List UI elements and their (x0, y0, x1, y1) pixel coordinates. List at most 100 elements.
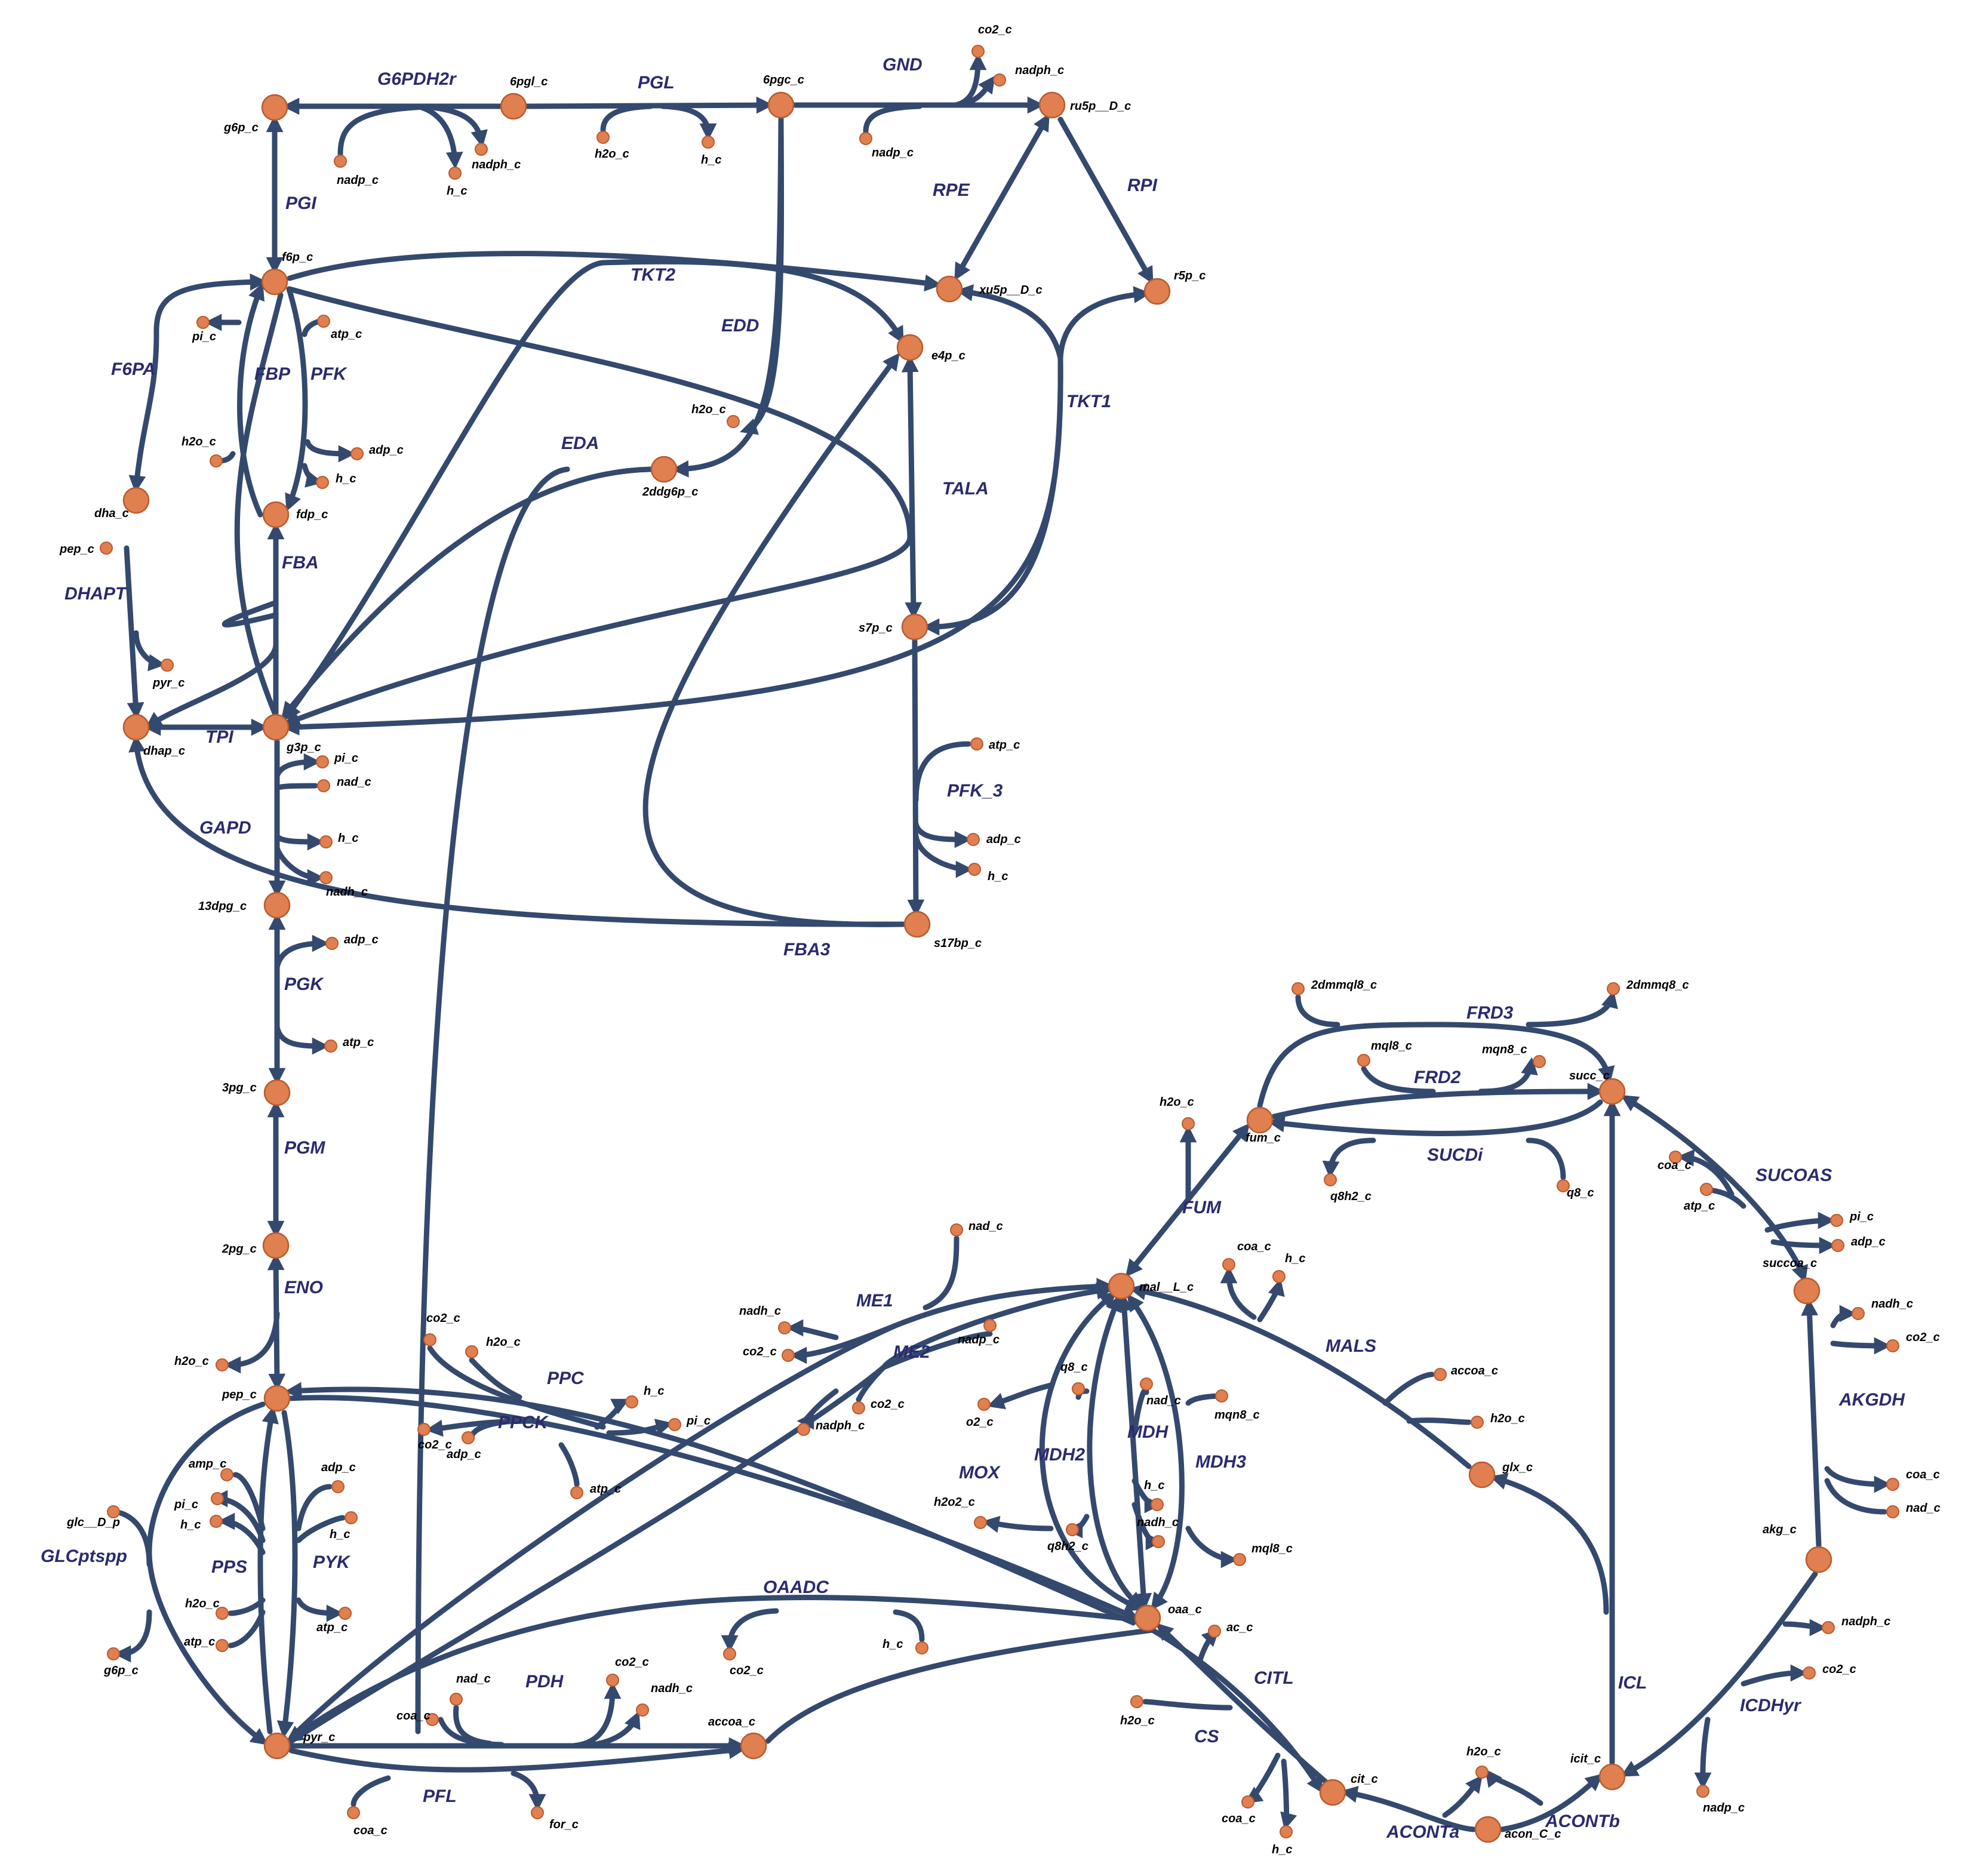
reaction-label-edd[interactable]: EDD (721, 316, 759, 336)
cofactor-node-s-h-pgl[interactable] (702, 136, 715, 149)
cofactor-node-s-h2o-edd[interactable] (727, 415, 740, 428)
cofactor-node-s-nad-akgdh[interactable] (1886, 1505, 1899, 1518)
reaction-label-tkt1[interactable]: TKT1 (1066, 392, 1111, 411)
cofactor-node-s-nadh-gapd[interactable] (319, 871, 333, 884)
cofactor-node-s-atp-pgk[interactable] (324, 1040, 337, 1053)
cofactor-node-s-atp-ppck[interactable] (570, 1486, 583, 1499)
reaction-label-aconta[interactable]: ACONTa (1386, 1822, 1459, 1842)
metabolite-node-dha[interactable] (122, 487, 150, 514)
cofactor-node-s-q8-mdh2[interactable] (1072, 1382, 1085, 1395)
reaction-label-me1[interactable]: ME1 (856, 1291, 893, 1311)
cofactor-node-s-pi-gapd[interactable] (316, 755, 329, 768)
reaction-label-pdh[interactable]: PDH (525, 1672, 564, 1692)
cofactor-node-s-nadh-me1[interactable] (778, 1321, 791, 1334)
cofactor-node-s-2dmmql8-a[interactable] (1292, 982, 1305, 995)
cofactor-node-s-atp-pfk[interactable] (317, 315, 330, 328)
cofactor-node-s-h-cs[interactable] (1280, 1825, 1293, 1838)
cofactor-node-s-pi-ppc[interactable] (668, 1418, 681, 1431)
reaction-label-pgi[interactable]: PGI (285, 193, 316, 213)
reaction-label-fum[interactable]: FUM (1182, 1198, 1222, 1217)
cofactor-node-s-nad-pdh[interactable] (450, 1693, 463, 1706)
cofactor-node-s-h2o-mals[interactable] (1471, 1416, 1484, 1429)
metabolite-node-pep[interactable] (263, 1385, 291, 1412)
reaction-label-mdh[interactable]: MDH (1127, 1422, 1169, 1442)
metabolite-node-fum[interactable] (1246, 1106, 1274, 1134)
cofactor-node-s-co2-icd[interactable] (1803, 1666, 1816, 1680)
cofactor-node-s-co2-akgdh[interactable] (1886, 1339, 1899, 1352)
reaction-label-gapd[interactable]: GAPD (199, 818, 251, 838)
cofactor-node-s-mql8-mdh3[interactable] (1233, 1553, 1246, 1566)
metabolite-node-pyr[interactable] (263, 1732, 291, 1760)
reaction-label-citl[interactable]: CITL (1254, 1668, 1294, 1688)
reaction-label-mals[interactable]: MALS (1326, 1336, 1376, 1356)
cofactor-node-s-pyr-dhapt[interactable] (161, 659, 174, 672)
cofactor-node-s-q8-sucdi[interactable] (1557, 1179, 1570, 1192)
reaction-label-dhapt[interactable]: DHAPT (64, 584, 128, 604)
reaction-label-fbp[interactable]: FBP (254, 364, 291, 384)
metabolite-node-fdp[interactable] (262, 501, 290, 528)
cofactor-node-s-co2-ppck[interactable] (417, 1423, 430, 1436)
cofactor-node-s-pi-sucoas[interactable] (1830, 1214, 1843, 1227)
metabolite-node-s17bp[interactable] (903, 911, 931, 938)
metabolite-node-f6p[interactable] (261, 268, 288, 296)
metabolite-node-g6p[interactable] (261, 94, 288, 121)
cofactor-node-s-nadph-me2[interactable] (797, 1423, 810, 1436)
reaction-label-rpe[interactable]: RPE (933, 180, 970, 200)
reaction-label-pyk[interactable]: PYK (313, 1552, 351, 1572)
cofactor-node-s-h2o-pgl[interactable] (596, 131, 610, 144)
metabolite-node-cit[interactable] (1319, 1779, 1346, 1806)
cofactor-node-s-h-pps[interactable] (210, 1515, 223, 1528)
cofactor-node-s-h2o-acont[interactable] (1475, 1766, 1489, 1779)
metabolite-node-xu5p[interactable] (936, 275, 963, 303)
reaction-label-icdhyr[interactable]: ICDHyr (1740, 1696, 1802, 1715)
cofactor-node-s-o2-mox[interactable] (977, 1398, 991, 1411)
cofactor-node-s-q8h2-mdh2[interactable] (1066, 1523, 1079, 1536)
cofactor-node-s-h2o-fbp[interactable] (210, 454, 223, 468)
cofactor-node-s-atp-pfk3[interactable] (970, 737, 983, 751)
cofactor-node-s-adp-pyk[interactable] (331, 1480, 345, 1493)
reaction-label-pps[interactable]: PPS (211, 1557, 247, 1577)
metabolite-node-g3p[interactable] (262, 714, 290, 741)
cofactor-node-s-adp-pfk[interactable] (350, 447, 364, 460)
cofactor-node-s-nadp-icd[interactable] (1696, 1785, 1709, 1798)
metabolite-node-accoa[interactable] (740, 1732, 767, 1760)
reaction-label-frd2[interactable]: FRD2 (1414, 1068, 1461, 1087)
cofactor-node-s-mqn8-mdh3[interactable] (1215, 1389, 1228, 1403)
cofactor-node-s-coa-pdh[interactable] (426, 1713, 439, 1726)
cofactor-node-s-co2-gnd[interactable] (971, 45, 985, 58)
reaction-label-pfl[interactable]: PFL (423, 1786, 457, 1806)
cofactor-node-s-h2o-eno[interactable] (216, 1358, 229, 1371)
reaction-label-ppc[interactable]: PPC (547, 1368, 585, 1388)
metabolite-node-6pgc[interactable] (767, 91, 795, 119)
cofactor-node-s-co2-me2[interactable] (852, 1401, 865, 1414)
cofactor-node-s-co2-oaadc[interactable] (723, 1647, 736, 1660)
metabolite-node-r5p[interactable] (1143, 278, 1171, 305)
reaction-label-f6pa[interactable]: F6PA (111, 359, 155, 379)
metabolite-node-mal[interactable] (1108, 1272, 1135, 1300)
cofactor-node-s-2dmmq8-a[interactable] (1607, 982, 1620, 995)
cofactor-node-s-h-ppc[interactable] (625, 1395, 638, 1408)
cofactor-node-s-ac-citl[interactable] (1208, 1625, 1221, 1638)
cofactor-node-s-co2-ppc[interactable] (423, 1333, 436, 1346)
metabolite-node-2pg[interactable] (262, 1232, 290, 1259)
cofactor-node-s-h2o-ppc[interactable] (465, 1345, 478, 1358)
cofactor-node-s-g6p-glcpts[interactable] (107, 1647, 120, 1660)
cofactor-node-s-h2o-cs[interactable] (1130, 1695, 1143, 1708)
cofactor-node-s-h-mals[interactable] (1272, 1270, 1286, 1283)
cofactor-node-s-h-pfk[interactable] (316, 476, 329, 489)
reaction-label-pfk-3[interactable]: PFK_3 (947, 781, 1003, 801)
reaction-label-pfk[interactable]: PFK (310, 364, 348, 384)
reaction-label-mdh2[interactable]: MDH2 (1034, 1445, 1085, 1465)
cofactor-node-s-adp-sucoas[interactable] (1831, 1239, 1844, 1252)
metabolite-node-13dpg[interactable] (263, 891, 291, 919)
reaction-label-me2[interactable]: ME2 (893, 1342, 930, 1362)
metabolite-node-succ[interactable] (1598, 1078, 1626, 1105)
cofactor-node-s-h-mdh[interactable] (1151, 1498, 1164, 1511)
cofactor-node-s-h-pfk3[interactable] (968, 863, 981, 876)
metabolite-node-e4p[interactable] (896, 334, 924, 361)
cofactor-node-s-coa-mals[interactable] (1222, 1258, 1235, 1271)
cofactor-node-s-atp-pps[interactable] (216, 1639, 229, 1652)
cofactor-node-s-nadp-gnd[interactable] (859, 132, 872, 145)
cofactor-node-s-glc-glcpts[interactable] (107, 1505, 120, 1518)
reaction-label-gnd[interactable]: GND (882, 55, 922, 75)
